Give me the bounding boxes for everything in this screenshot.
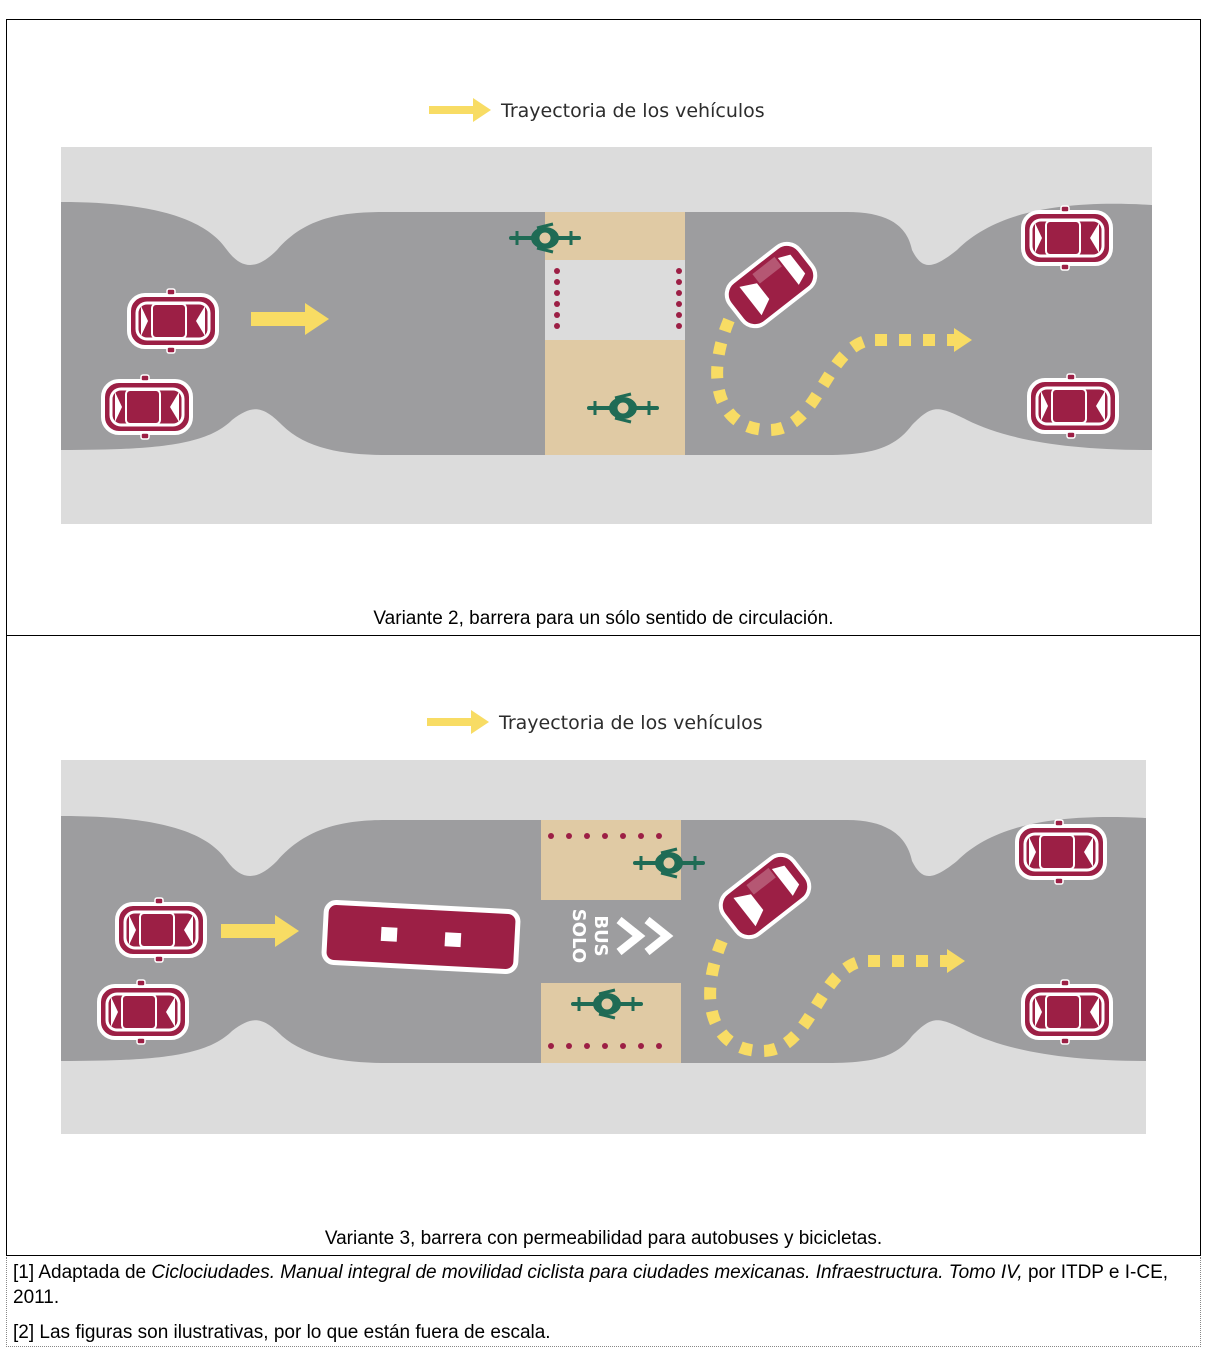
legend-arrow-shaft <box>427 718 471 726</box>
car-icon <box>1021 204 1113 272</box>
trajectory-arrow-icon <box>717 320 972 430</box>
footnote-prefix: [1] Adaptada de <box>13 1262 152 1283</box>
car-icon <box>97 978 189 1046</box>
barrier-island <box>545 260 685 340</box>
figure-variante-2: Trayectoria de los vehículos <box>6 19 1201 636</box>
figure-caption: Variante 2, barrera para un sólo sentido… <box>373 608 834 629</box>
bus-lane-label: BUS <box>590 915 611 956</box>
legend-arrow-icon <box>471 710 489 734</box>
footnote-suffix: por ITDP e I-CE, 2011. <box>13 1262 1169 1308</box>
street-diagram: Trayectoria de los vehículos <box>61 98 1152 524</box>
bus-lane-marking: BUS SOLO <box>568 909 611 963</box>
legend: Trayectoria de los vehículos <box>429 98 765 122</box>
trajectory-arrow-icon <box>710 941 965 1051</box>
direction-arrow-icon <box>251 303 329 335</box>
legend-arrow-shaft <box>429 106 473 114</box>
chevron-icon <box>616 916 674 956</box>
footnotes: [1] Adaptada de Ciclociudades. Manual in… <box>6 1257 1201 1347</box>
car-icon <box>1021 978 1113 1046</box>
car-icon <box>101 373 193 441</box>
car-icon <box>1027 372 1119 440</box>
figure-variante-3: Trayectoria de los vehículos BUS SOLO <box>6 636 1201 1256</box>
roadway <box>61 816 1146 1063</box>
car-icon <box>115 896 207 964</box>
street-diagram: Trayectoria de los vehículos BUS SOLO <box>61 710 1146 1134</box>
footnote-title: Ciclociudades. Manual integral de movili… <box>151 1262 1023 1283</box>
direction-arrow-icon <box>221 915 299 947</box>
bus-icon <box>321 900 521 974</box>
legend-label: Trayectoria de los vehículos <box>498 712 763 734</box>
footnote-2: [2] Las figuras son ilustrativas, por lo… <box>13 1322 551 1343</box>
figure-caption: Variante 3, barrera con permeabilidad pa… <box>324 1228 883 1249</box>
car-icon <box>1015 818 1107 886</box>
bollards <box>554 268 682 329</box>
legend-arrow-icon <box>473 98 491 122</box>
bus-lane-label: SOLO <box>568 909 589 963</box>
car-icon <box>127 287 219 355</box>
legend: Trayectoria de los vehículos <box>427 710 763 734</box>
footnote-1: [1] Adaptada de Ciclociudades. Manual in… <box>13 1260 1194 1310</box>
legend-label: Trayectoria de los vehículos <box>500 100 765 122</box>
bollards <box>548 833 662 1049</box>
